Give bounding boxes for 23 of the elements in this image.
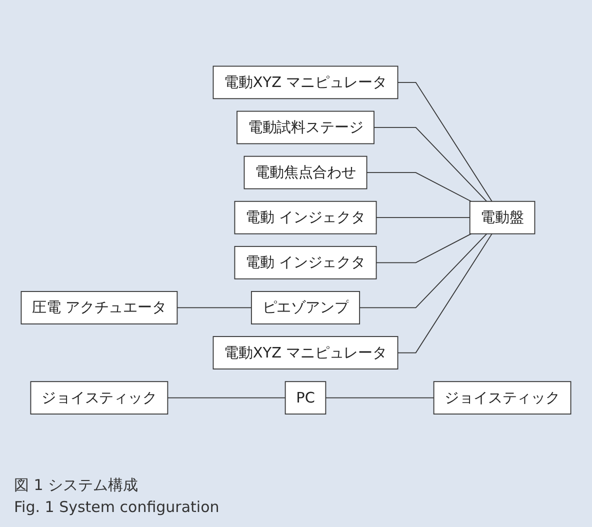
caption-text: Fig. 1 System configuration (14, 498, 220, 516)
connector (397, 82, 492, 202)
node-box: 電動 インジェクタ (234, 246, 377, 280)
node-box: 電動試料ステージ (236, 111, 374, 145)
caption: 図 1 システム構成 (14, 476, 140, 495)
node-box: ピエゾアンプ (250, 291, 360, 325)
connector (374, 127, 488, 202)
connector (325, 398, 434, 399)
node-box: 電動焦点合わせ (244, 156, 368, 190)
node-box: 電動 インジェクタ (234, 201, 377, 235)
connector (359, 234, 488, 309)
connector (176, 308, 252, 309)
connector (397, 234, 492, 354)
connector (167, 398, 286, 399)
node-box: 電動XYZ マニピュレータ (212, 336, 398, 370)
node-box: ジョイスティック (433, 382, 572, 415)
node-box: 電動盤 (469, 201, 536, 235)
node-box: 電動XYZ マニピュレータ (212, 66, 398, 100)
connector (366, 172, 472, 202)
node-box: ジョイスティック (30, 382, 168, 415)
node-box: 圧電 アクチュエータ (20, 291, 178, 325)
node-box: PC (284, 382, 326, 415)
connector (376, 234, 472, 264)
